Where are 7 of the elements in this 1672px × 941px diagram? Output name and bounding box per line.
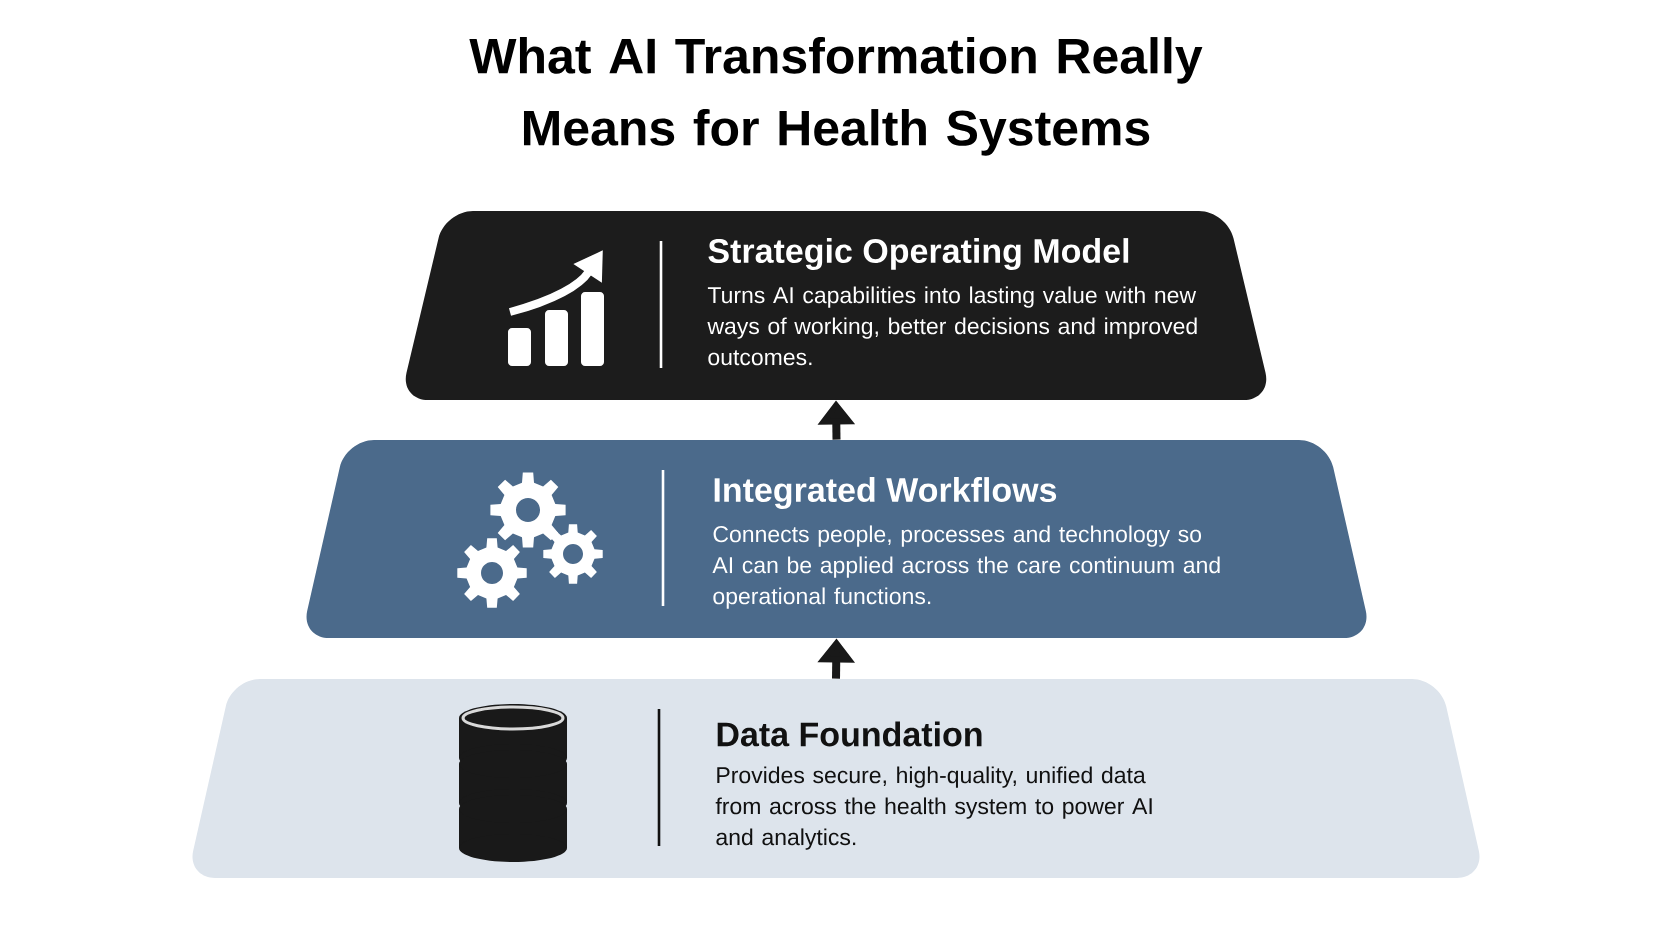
layer-heading: Strategic Operating Model xyxy=(708,238,1129,270)
layer-description: Connects people, processes and technology so AI can be applied across the care continuum and operational functions. xyxy=(712,525,1220,609)
layer-heading: Integrated Workflows xyxy=(714,477,1057,509)
layer-description: Provides secure, high-quality, unified data from across the health system to power AI and analytics. xyxy=(715,766,1152,850)
title: What AI Transformation Really Means for Health Systems xyxy=(469,37,1203,156)
layer-heading: Data Foundation xyxy=(717,721,982,747)
layer-description: Turns AI capabilities into lasting value with new ways of working, better decisions and improved outcomes. xyxy=(707,286,1197,366)
